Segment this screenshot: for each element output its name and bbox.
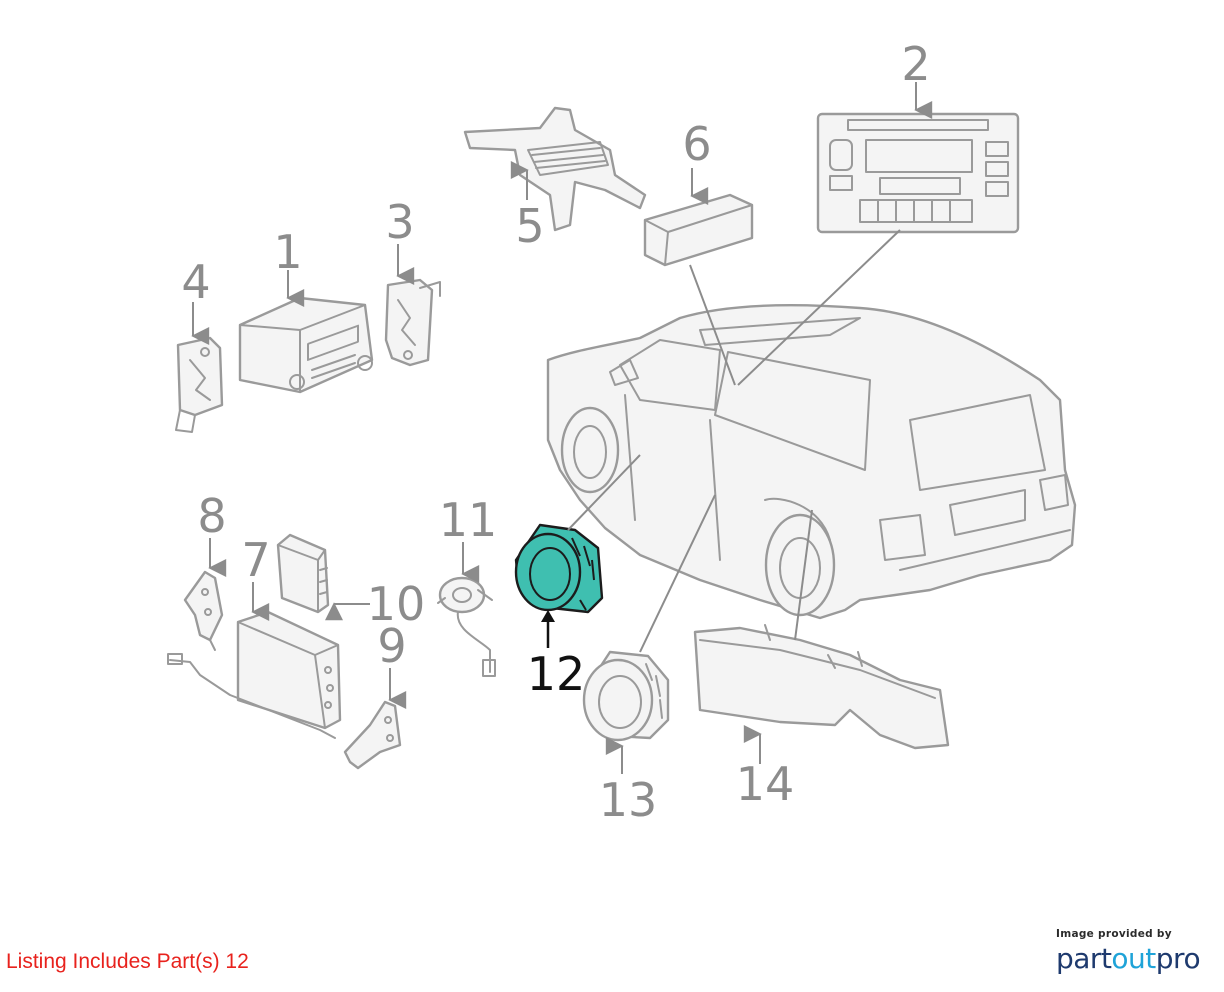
image-credit: Image provided by partoutpro [1056, 928, 1216, 975]
callout-arrows [191, 82, 933, 774]
brand-pro: pro [1155, 942, 1201, 975]
part-6-module [643, 193, 754, 267]
part-9-bracket [343, 700, 402, 770]
callout-2: 2 [901, 37, 930, 91]
callout-14: 14 [736, 757, 795, 811]
part-13-speaker [582, 650, 670, 742]
brand-out: out [1111, 942, 1156, 975]
brand-part: part [1056, 942, 1112, 975]
part-2-radio-panel [816, 112, 1020, 234]
part-8-bracket [183, 570, 224, 651]
part-5-amplifier [463, 106, 647, 232]
callout-13: 13 [599, 773, 658, 827]
callout-8: 8 [197, 489, 226, 543]
callout-numbers: 1 2 3 4 5 6 7 8 9 10 11 12 13 14 [181, 37, 930, 827]
callout-5: 5 [515, 199, 544, 253]
callout-3: 3 [385, 195, 414, 249]
part-12-speaker-highlighted [514, 523, 604, 614]
vehicle-illustration [546, 304, 1077, 620]
part-11-tweeter [437, 576, 496, 677]
callout-9: 9 [377, 619, 406, 673]
callout-4: 4 [181, 255, 210, 309]
part-1-radio-unit [238, 296, 374, 394]
callout-11: 11 [439, 493, 498, 547]
part-10-control-module [276, 533, 330, 614]
part-14-subwoofer-box [693, 624, 950, 750]
callout-7: 7 [241, 533, 270, 587]
part-4-bracket [175, 336, 224, 433]
callout-6: 6 [682, 117, 711, 171]
callout-12: 12 [527, 647, 586, 701]
part-3-bracket [384, 278, 441, 367]
partoutpro-logo: partoutpro [1056, 942, 1216, 975]
credit-line: Image provided by [1056, 928, 1172, 940]
listing-includes-text: Listing Includes Part(s) 12 [6, 950, 249, 973]
callout-1: 1 [273, 225, 302, 279]
callout-10: 10 [367, 577, 426, 631]
location-lines [567, 229, 901, 653]
part-7-navigation-unit [167, 610, 342, 739]
